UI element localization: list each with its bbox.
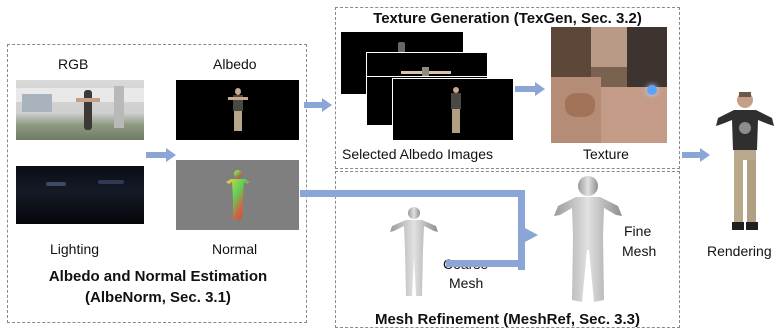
texture-face [565,93,595,117]
selected-albedo-image-4 [392,78,514,141]
rendering-person [716,92,774,230]
fine-mesh-figure [554,176,622,302]
albenorm-title-line2: (AlbeNorm, Sec. 3.1) [85,289,231,306]
albedo-person-legs [234,111,242,131]
arrow-albenorm-to-texgen [304,98,332,112]
arrow-to-texture [515,82,545,96]
fine-mesh-label-line1: Fine [624,223,652,239]
albedo-label: Albedo [213,56,257,72]
fine-mesh-label-line2: Mesh [622,243,657,259]
texgen-box [335,7,680,169]
texture-label: Texture [583,146,629,162]
selected-albedo-label: Selected Albedo Images [342,146,493,162]
normal-image [176,160,299,230]
rgb-image-person [84,90,92,130]
lighting-image [16,166,144,224]
texture-patch-2 [591,27,627,67]
texture-patch-5 [601,87,667,143]
albedo-image [176,80,299,140]
rendering-label: Rendering [707,243,772,259]
texture-glow [647,85,657,95]
albedo-person-head [235,88,241,95]
coarse-mesh-figure [390,207,438,296]
albedo-1-person [398,42,405,54]
albenorm-title-line1: Albedo and Normal Estimation [48,268,268,285]
arrow-to-rendering [682,148,710,162]
albenorm-box [7,44,307,323]
albedo-4-head [453,87,459,93]
connector-albenorm-to-meshref [300,190,538,270]
rgb-label: RGB [58,56,89,72]
texture-patch-3 [627,27,667,87]
lighting-glow-2 [98,180,124,184]
normal-figure [226,170,250,220]
texture-image [551,27,667,143]
arrow-albenorm-internal [146,148,176,162]
rgb-image-pillar [114,86,124,128]
coarse-mesh-label-line2: Mesh [449,275,484,291]
normal-label: Normal [212,241,258,257]
rgb-image-window [22,94,52,112]
meshref-box [335,171,680,328]
texgen-title: Texture Generation (TexGen, Sec. 3.2) [373,10,642,27]
rgb-image-arms [76,98,100,102]
texture-patch-1 [551,27,591,77]
lighting-label: Lighting [50,241,100,257]
meshref-title: Mesh Refinement (MeshRef, Sec. 3.3) [374,311,641,328]
albedo-person-arms [228,97,248,100]
rgb-image [16,80,144,140]
lighting-glow-1 [46,182,66,186]
albedo-4-legs [452,109,460,133]
albedo-4-body [451,93,461,109]
albedo-person-body [233,95,243,111]
